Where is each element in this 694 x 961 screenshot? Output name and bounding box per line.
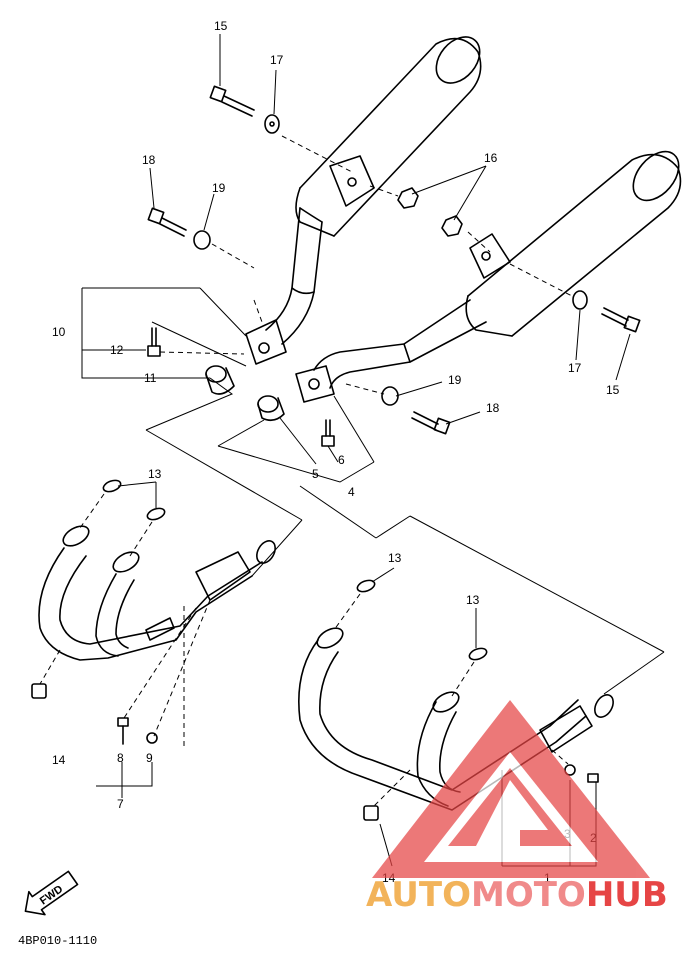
washer-17-lower: [572, 290, 588, 310]
nut-9: [146, 732, 158, 744]
callout-14: 14: [52, 753, 66, 767]
washer-17-upper: [264, 114, 280, 134]
bolt-15-lower: [601, 307, 641, 333]
callout-13-right-a: 13: [388, 551, 402, 565]
callout-5: 5: [312, 467, 319, 481]
callout-labels: 15 17 18 19 16 10 12 11 17 15 19 18 5 6 …: [52, 19, 620, 885]
callout-6: 6: [338, 453, 345, 467]
nut-16: [397, 187, 463, 237]
watermark-text: AUTOMOTOHUB: [366, 875, 668, 915]
callout-19-lower: 19: [448, 373, 462, 387]
callout-16: 16: [484, 151, 498, 165]
bolt-6: [321, 419, 335, 447]
exhaust-pipe-right: [298, 627, 614, 811]
bolt-18-upper: [147, 207, 187, 237]
callout-17: 17: [270, 53, 284, 67]
gasket-13-right: [356, 579, 488, 661]
callout-4: 4: [348, 485, 355, 499]
callout-19: 19: [212, 181, 226, 195]
callout-10: 10: [52, 325, 66, 339]
svg-text:AUTOMOTOHUB: AUTOMOTOHUB: [366, 875, 668, 915]
assembly-lines: [39, 135, 573, 807]
gasket-13-left: [102, 479, 166, 521]
callout-18: 18: [142, 153, 156, 167]
callout-12: 12: [110, 343, 124, 357]
callout-7: 7: [117, 797, 124, 811]
diagram-code: 4BP010-1110: [18, 934, 97, 948]
callout-8: 8: [117, 751, 124, 765]
muffler-left: [245, 36, 482, 365]
gasket-5: [257, 395, 285, 422]
callout-13-right-b: 13: [466, 593, 480, 607]
callout-11: 11: [144, 371, 157, 385]
leader-lines: [81, 34, 665, 867]
callout-17-lower: 17: [568, 361, 582, 375]
bolt-18-lower: [411, 411, 451, 435]
watermark-prefix: AUTO: [366, 875, 471, 915]
callout-15: 15: [214, 19, 228, 33]
muffler-right: [295, 150, 682, 403]
watermark-suffix: HUB: [586, 875, 668, 915]
bolt-15-upper: [209, 85, 255, 117]
bolt-8: [117, 717, 129, 745]
gasket-11: [205, 365, 235, 395]
fwd-label: FWD: [38, 883, 65, 907]
watermark-g-mark: [448, 768, 572, 846]
callout-15-lower: 15: [606, 383, 620, 397]
fwd-arrow: FWD: [24, 870, 79, 916]
callout-13: 13: [148, 467, 162, 481]
callout-9: 9: [146, 751, 153, 765]
grommet-19-lower: [381, 386, 399, 406]
grommet-19-upper: [193, 230, 211, 250]
watermark-logo: [372, 700, 650, 878]
gasket-14-right: [363, 805, 379, 821]
bolt-12: [147, 327, 161, 357]
callout-18-lower: 18: [486, 401, 500, 415]
gasket-14-left: [31, 683, 47, 699]
watermark-middle: MOTO: [471, 875, 586, 915]
exhaust-pipe-left: [38, 525, 276, 661]
